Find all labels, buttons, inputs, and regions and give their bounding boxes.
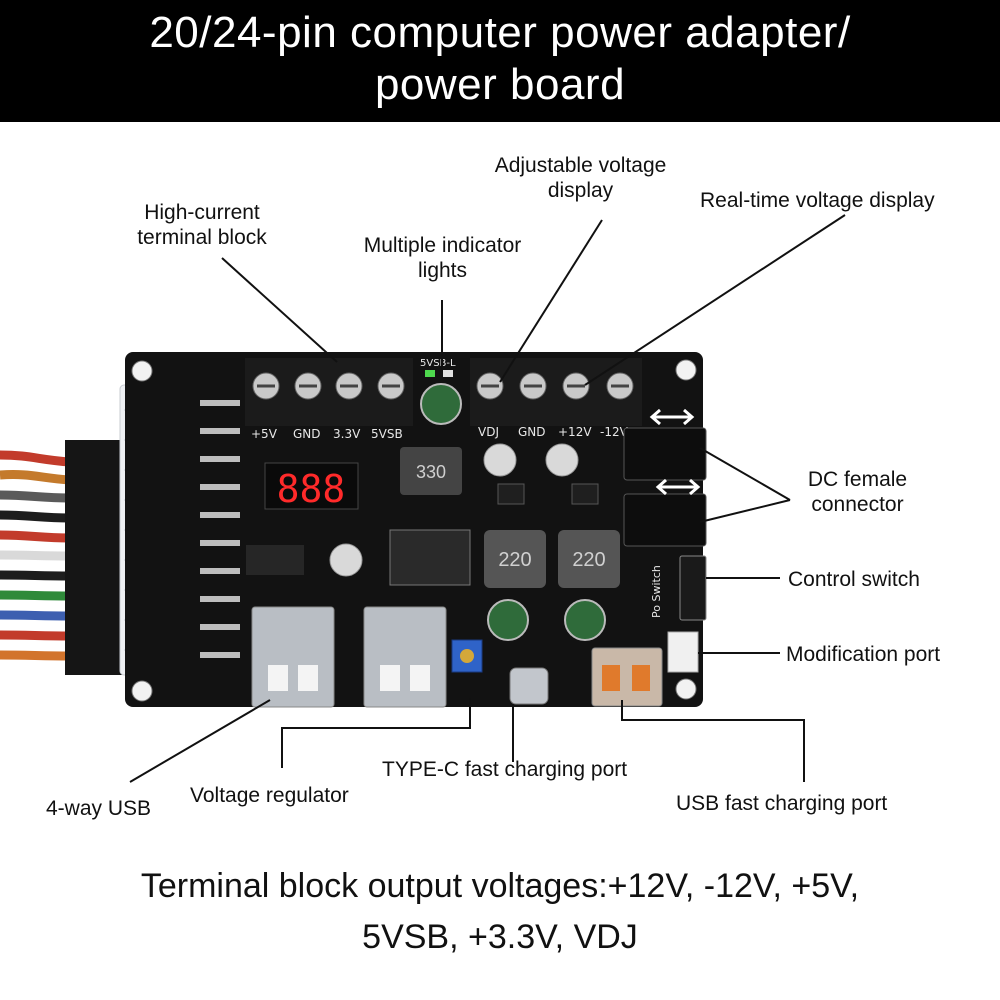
power-switch xyxy=(679,555,707,621)
callout-type-c-port: TYPE-C fast charging port xyxy=(382,758,628,781)
callout-modification-port: Modification port xyxy=(786,643,941,666)
callout-real-time-voltage-display: Real-time voltage display xyxy=(700,189,935,212)
type-c-port xyxy=(509,667,549,705)
inductor-large-1 xyxy=(484,530,546,588)
terminal-label-12v: +12V xyxy=(558,425,592,439)
mosfet-2 xyxy=(571,483,599,505)
capacitor-small-2 xyxy=(545,443,579,477)
terminal-label-gnd: GND xyxy=(293,427,321,441)
terminal-block-left xyxy=(245,358,413,426)
title-line-1: 20/24-pin computer power adapter/ xyxy=(149,8,851,57)
usb-port-2 xyxy=(363,606,447,708)
terminal-label-3v3: 3.3V xyxy=(333,427,361,441)
terminal-label-vdj: VDJ xyxy=(478,425,499,439)
capacitor-large-1 xyxy=(487,599,529,641)
mosfet-1 xyxy=(497,483,525,505)
callout-lines xyxy=(129,214,846,783)
callout-four-way-usb: 4-way USB xyxy=(46,797,152,820)
terminal-label-5v: +5V xyxy=(251,427,278,441)
usb-port-1 xyxy=(251,606,335,708)
capacitor-small-1 xyxy=(483,443,517,477)
inductor-large-1-label: 220 xyxy=(498,549,531,571)
inductor-large-2-label: 220 xyxy=(572,549,605,571)
capacitor xyxy=(420,383,462,425)
terminal-label-gnd-2: GND xyxy=(518,425,546,439)
callout-high-current-terminal-block: High-current terminal block xyxy=(112,200,292,250)
callout-text: DC female xyxy=(807,468,908,491)
dc-jack-1 xyxy=(623,427,707,481)
callout-adjustable-voltage-display: Adjustable voltage display xyxy=(478,153,683,203)
inductor-small-label: 330 xyxy=(416,462,446,482)
footer-line-1: Terminal block output voltages:+12V, -12… xyxy=(140,867,860,905)
regulator-chip xyxy=(389,529,471,586)
capacitor-large-2 xyxy=(564,599,606,641)
terminal-block-right xyxy=(470,358,642,426)
footer-line-2: 5VSB, +3.3V, VDJ xyxy=(362,918,638,956)
inductor-small xyxy=(400,447,462,495)
dc-jack-2 xyxy=(623,493,707,547)
callout-text: Adjustable voltage xyxy=(494,154,667,177)
terminal-label-minus-12v: -12V xyxy=(600,425,629,439)
callout-control-switch: Control switch xyxy=(788,568,920,591)
switch-label: Po Switch xyxy=(650,565,663,618)
inductor-large-2 xyxy=(558,530,620,588)
usb-fast-port xyxy=(591,647,663,707)
capacitor-small-3 xyxy=(329,543,363,577)
callout-voltage-regulator: Voltage regulator xyxy=(190,784,349,807)
indicator-led-2 xyxy=(443,370,453,377)
terminal-label-5vsb: 5VSB xyxy=(371,427,403,441)
callout-multiple-indicator-lights: Multiple indicator lights xyxy=(345,233,540,283)
title-banner: 20/24-pin computer power adapter/ power … xyxy=(0,0,1000,122)
callout-usb-fast-charging-port: USB fast charging port xyxy=(676,792,888,815)
callout-text: terminal block xyxy=(137,226,267,249)
callout-text: High-current xyxy=(144,201,260,224)
led-label: 5VSB-L xyxy=(420,358,456,369)
ic-chip xyxy=(246,545,304,575)
voltage-display xyxy=(264,462,359,510)
callout-text: lights xyxy=(417,259,468,282)
callout-dc-female-connector: DC female connector xyxy=(790,467,925,517)
callout-text: connector xyxy=(811,493,904,516)
title-line-2: power board xyxy=(374,60,626,109)
indicator-led xyxy=(425,370,435,377)
modification-header xyxy=(667,631,699,673)
display-digits: 888 xyxy=(277,467,346,511)
callout-text: Multiple indicator xyxy=(363,234,522,257)
callout-text: display xyxy=(547,179,614,202)
wire-harness xyxy=(0,450,71,661)
